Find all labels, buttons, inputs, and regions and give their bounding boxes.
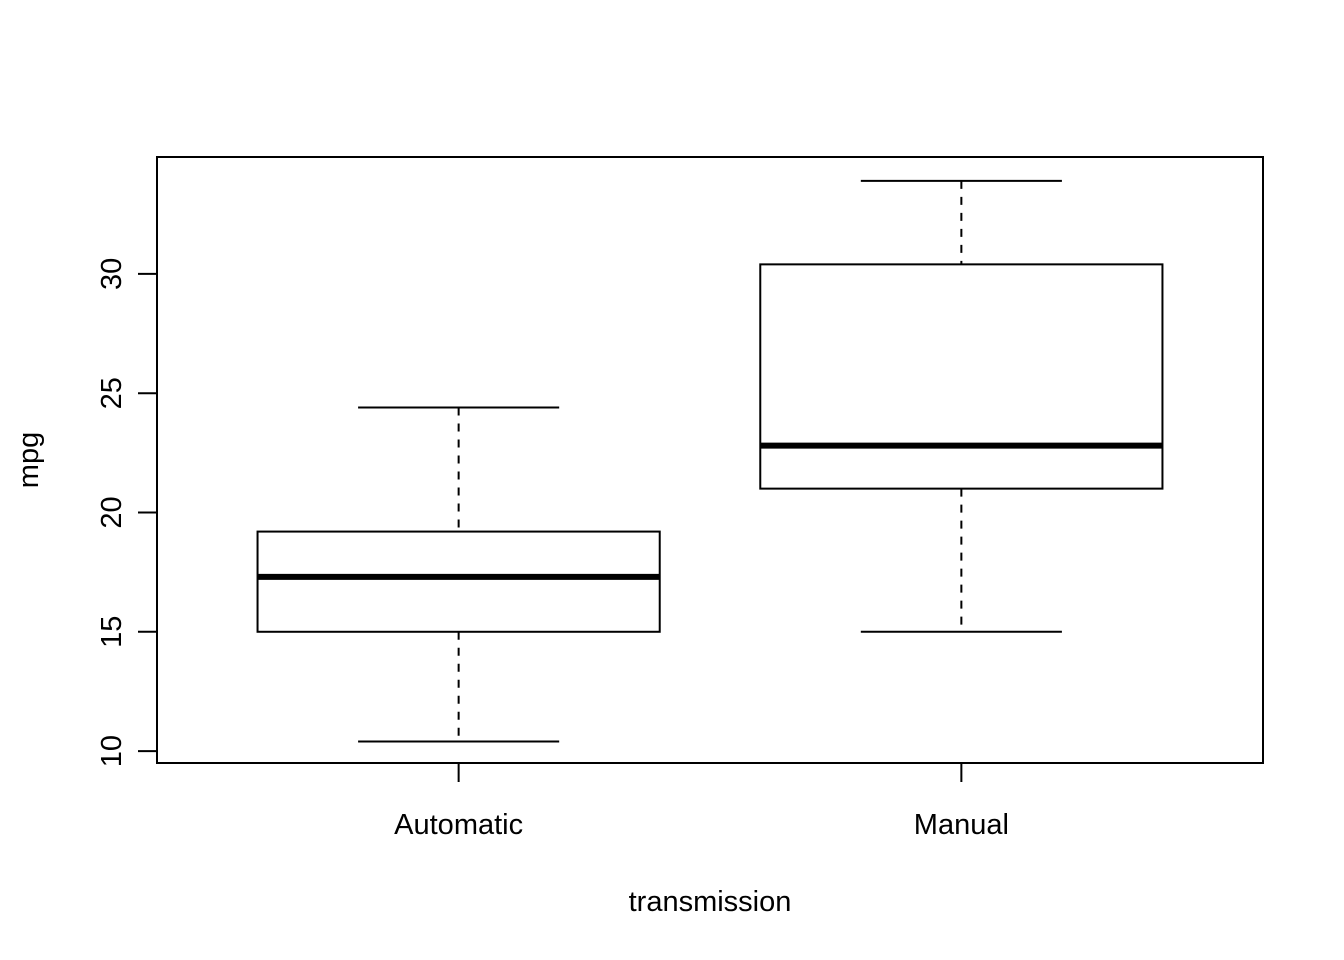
x-axis-title: transmission	[629, 886, 792, 918]
y-tick-label: 10	[96, 735, 128, 767]
y-tick-label: 25	[96, 377, 128, 409]
y-tick-label: 30	[96, 258, 128, 290]
plot-frame	[156, 156, 1264, 764]
box-manual	[759, 179, 1164, 633]
y-tick-label: 15	[96, 616, 128, 648]
x-tick-label: Automatic	[394, 809, 523, 841]
iqr-box	[759, 263, 1164, 490]
iqr-box	[256, 530, 661, 633]
box-automatic	[256, 406, 661, 743]
x-tick-label: Manual	[914, 809, 1009, 841]
y-axis-title: mpg	[13, 432, 45, 488]
y-tick-label: 20	[96, 496, 128, 528]
